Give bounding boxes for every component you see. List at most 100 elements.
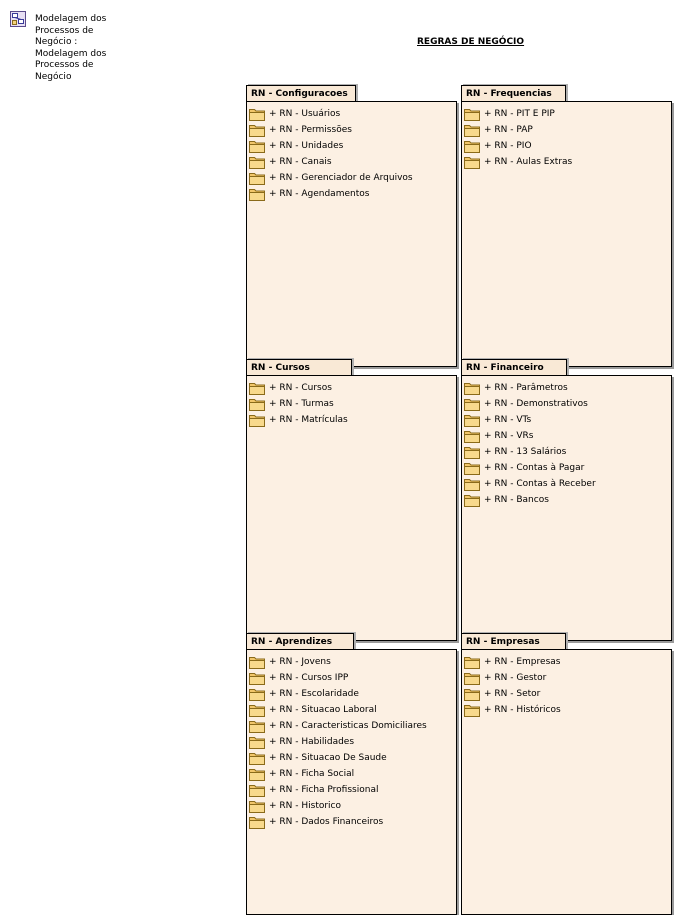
diagram-icon — [10, 11, 26, 27]
package-aprendizes[interactable]: RN - Aprendizes + RN - Jovens+ RN - Curs… — [246, 633, 457, 915]
package-item-label: + RN - Agendamentos — [269, 189, 370, 199]
package-item[interactable]: + RN - Canais — [249, 154, 456, 170]
package-item[interactable]: + RN - Ficha Profissional — [249, 782, 456, 798]
package-item[interactable]: + RN - Gestor — [464, 670, 671, 686]
folder-icon — [464, 399, 480, 411]
package-item-label: + RN - PIO — [484, 141, 532, 151]
package-item[interactable]: + RN - VTs — [464, 412, 671, 428]
package-item[interactable]: + RN - Caracteristicas Domiciliares — [249, 718, 456, 734]
package-item[interactable]: + RN - 13 Salários — [464, 444, 671, 460]
package-item[interactable]: + RN - Escolaridade — [249, 686, 456, 702]
item-list: + RN - Parâmetros+ RN - Demonstrativos+ … — [462, 376, 671, 508]
package-item-label: + RN - Dados Financeiros — [269, 817, 384, 827]
package-item[interactable]: + RN - Turmas — [249, 396, 456, 412]
folder-icon — [249, 753, 265, 765]
package-item[interactable]: + RN - Permissões — [249, 122, 456, 138]
package-item-label: + RN - Turmas — [269, 399, 334, 409]
package-item-label: + RN - Canais — [269, 157, 332, 167]
package-item-label: + RN - 13 Salários — [484, 447, 567, 457]
package-item[interactable]: + RN - Usuários — [249, 106, 456, 122]
package-item-label: + RN - Aulas Extras — [484, 157, 573, 167]
folder-icon — [464, 705, 480, 717]
item-list: + RN - Empresas + RN - Gestor + RN - Setor… — [462, 650, 671, 718]
package-tab: RN - Configuracoes — [246, 85, 356, 102]
package-tab: RN - Empresas — [461, 633, 566, 650]
package-item-label: + RN - Cursos — [269, 383, 332, 393]
package-item[interactable]: + RN - Cursos — [249, 380, 456, 396]
item-list: + RN - Cursos + RN - Turmas + RN - Matrícu… — [247, 376, 456, 428]
package-item[interactable]: + RN - Unidades — [249, 138, 456, 154]
folder-icon — [464, 479, 480, 491]
package-item[interactable]: + RN - Parâmetros — [464, 380, 671, 396]
package-item[interactable]: + RN - Aulas Extras — [464, 154, 671, 170]
package-item[interactable]: + RN - Ficha Social — [249, 766, 456, 782]
folder-icon — [249, 801, 265, 813]
package-tab: RN - Frequencias — [461, 85, 566, 102]
folder-icon — [249, 173, 265, 185]
folder-icon — [464, 125, 480, 137]
package-item[interactable]: + RN - Bancos — [464, 492, 671, 508]
package-item[interactable]: + RN - Historico — [249, 798, 456, 814]
folder-icon — [249, 673, 265, 685]
folder-icon — [249, 157, 265, 169]
package-item[interactable]: + RN - Contas à Receber — [464, 476, 671, 492]
folder-icon — [249, 689, 265, 701]
package-item-label: + RN - Setor — [484, 689, 541, 699]
folder-icon — [464, 431, 480, 443]
package-item[interactable]: + RN - Históricos — [464, 702, 671, 718]
package-item[interactable]: + RN - Demonstrativos — [464, 396, 671, 412]
package-cursos[interactable]: RN - Cursos + RN - Cursos+ RN - Turmas+ … — [246, 359, 457, 641]
package-item[interactable]: + RN - Matrículas — [249, 412, 456, 428]
package-item[interactable]: + RN - Dados Financeiros — [249, 814, 456, 830]
package-item[interactable]: + RN - Empresas — [464, 654, 671, 670]
package-item[interactable]: + RN - PAP — [464, 122, 671, 138]
item-list: + RN - Jovens+ RN - Cursos IPP+ RN - Esc… — [247, 650, 456, 830]
package-item[interactable]: + RN - Setor — [464, 686, 671, 702]
package-tab: RN - Cursos — [246, 359, 352, 376]
package-body: + RN - Jovens+ RN - Cursos IPP+ RN - Esc… — [246, 649, 457, 915]
package-item[interactable]: + RN - Cursos IPP — [249, 670, 456, 686]
package-item-label: + RN - Unidades — [269, 141, 344, 151]
folder-icon — [464, 157, 480, 169]
package-item[interactable]: + RN - Contas à Pagar — [464, 460, 671, 476]
package-item[interactable]: + RN - PIO — [464, 138, 671, 154]
package-item-label: + RN - Permissões — [269, 125, 352, 135]
package-item-label: + RN - Contas à Pagar — [484, 463, 585, 473]
package-item[interactable]: + RN - Gerenciador de Arquivos — [249, 170, 456, 186]
package-body: + RN - Cursos + RN - Turmas + RN - Matrícu… — [246, 375, 457, 641]
package-item[interactable]: + RN - Situacao Laboral — [249, 702, 456, 718]
item-list: + RN - Usuários + RN - Permissões + RN - U… — [247, 102, 456, 202]
diagram-reference-label: Modelagem dos Processos de Negócio : Mod… — [35, 14, 107, 82]
folder-icon — [464, 141, 480, 153]
package-tab: RN - Aprendizes — [246, 633, 354, 650]
folder-icon — [249, 415, 265, 427]
package-item-label: + RN - Contas à Receber — [484, 479, 596, 489]
item-list: + RN - PIT E PIP + RN - PAP + RN - PIO + RN… — [462, 102, 671, 170]
folder-icon — [464, 657, 480, 669]
folder-icon — [464, 689, 480, 701]
package-item-label: + RN - Gerenciador de Arquivos — [269, 173, 413, 183]
package-item-label: + RN - Empresas — [484, 657, 561, 667]
folder-icon — [464, 673, 480, 685]
package-financeiro[interactable]: RN - Financeiro + RN - Parâmetros+ RN - … — [461, 359, 672, 641]
package-item-label: + RN - Situacao Laboral — [269, 705, 377, 715]
package-item[interactable]: + RN - PIT E PIP — [464, 106, 671, 122]
package-item[interactable]: + RN - Situacao De Saude — [249, 750, 456, 766]
package-body: + RN - Empresas + RN - Gestor + RN - Setor… — [461, 649, 672, 915]
package-configuracoes[interactable]: RN - Configuracoes + RN - Usuários+ RN -… — [246, 85, 457, 367]
folder-icon — [249, 141, 265, 153]
package-item[interactable]: + RN - Jovens — [249, 654, 456, 670]
package-item[interactable]: + RN - Agendamentos — [249, 186, 456, 202]
package-item[interactable]: + RN - Habilidades — [249, 734, 456, 750]
folder-icon — [249, 769, 265, 781]
package-empresas[interactable]: RN - Empresas + RN - Empresas + RN - Gest… — [461, 633, 672, 915]
package-item-label: + RN - PIT E PIP — [484, 109, 555, 119]
package-item[interactable]: + RN - VRs — [464, 428, 671, 444]
package-frequencias[interactable]: RN - Frequencias + RN - PIT E PIP+ RN - … — [461, 85, 672, 367]
folder-icon — [249, 109, 265, 121]
package-item-label: + RN - Situacao De Saude — [269, 753, 387, 763]
package-item-label: + RN - Ficha Profissional — [269, 785, 379, 795]
folder-icon — [249, 721, 265, 733]
folder-icon — [464, 109, 480, 121]
package-item-label: + RN - Ficha Social — [269, 769, 355, 779]
